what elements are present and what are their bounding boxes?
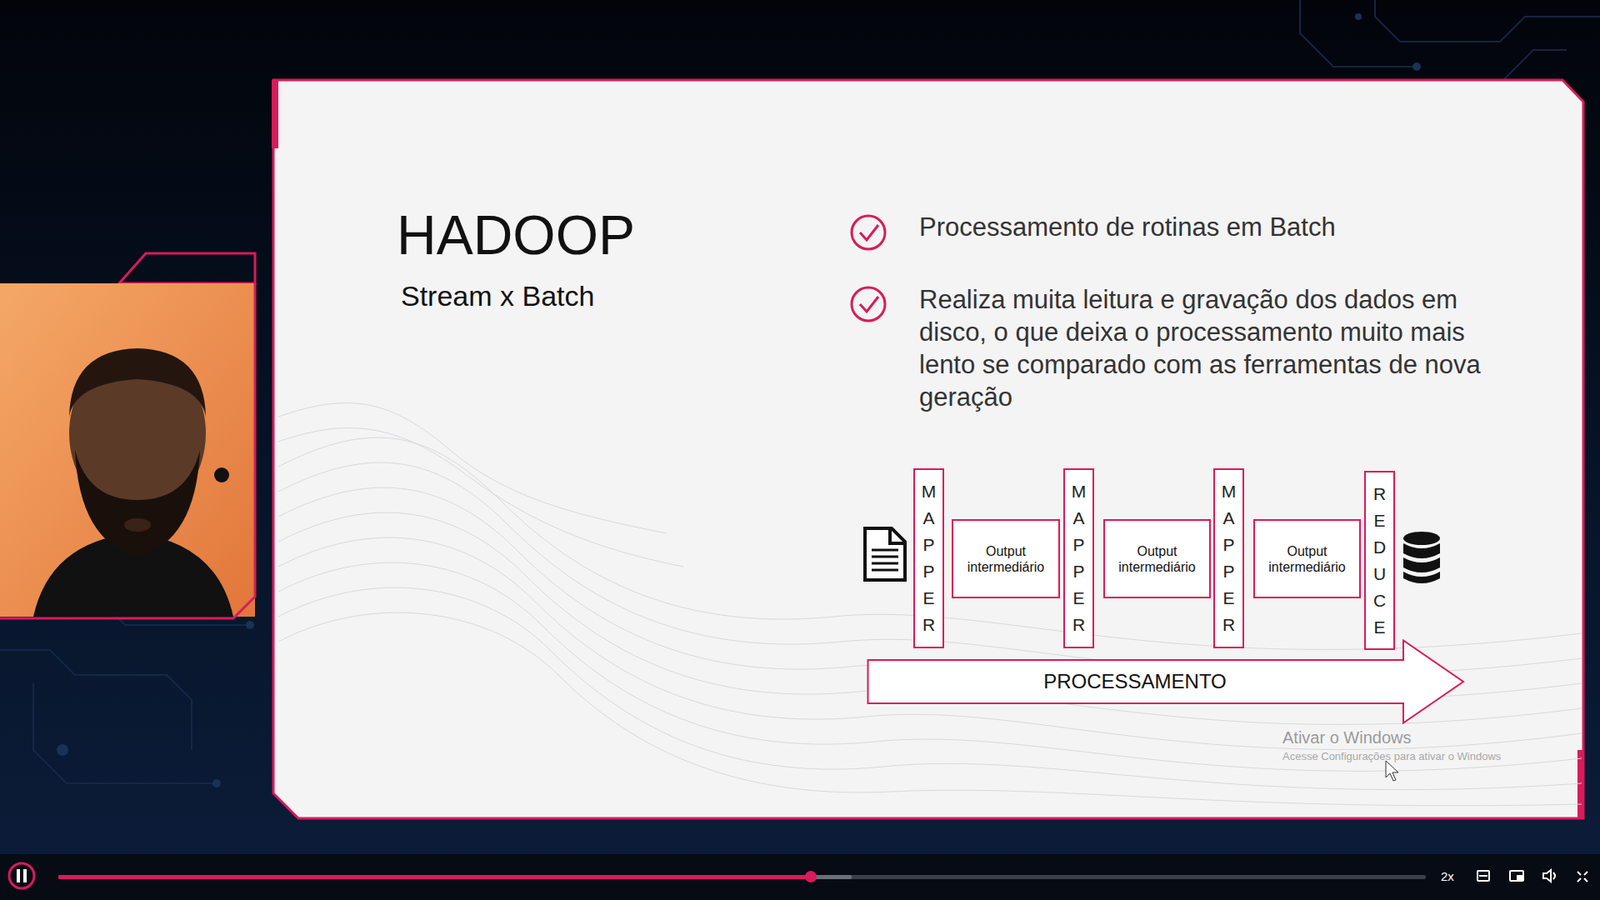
arrow-text-area: PROCESSAMENTO <box>866 660 1404 704</box>
node-text: REDUCE <box>1370 480 1389 641</box>
node-text: MAPPER <box>1220 478 1238 639</box>
node-text: Output intermediário <box>1255 543 1360 575</box>
stage-box: REDUCE <box>1364 470 1395 650</box>
slide-subtitle: Stream x Batch <box>400 280 818 313</box>
stage-box: MAPPER <box>1213 468 1245 649</box>
bullet-text: Processamento de rotinas em Batch <box>919 212 1553 243</box>
node-text: MAPPER <box>1070 478 1088 639</box>
output-box: Output intermediário <box>1103 519 1211 599</box>
stage-box: MAPPER <box>913 468 945 649</box>
node-text: PROCESSAMENTO <box>1043 670 1227 694</box>
process-arrow: PROCESSAMENTO <box>866 639 1465 725</box>
output-box: Output intermediário <box>1253 519 1361 599</box>
stage-box: MAPPER <box>1063 468 1095 649</box>
slide-title: HADOOP <box>396 203 635 267</box>
watermark-text: Ativar o Windows <box>1282 728 1566 748</box>
output-box: Output intermediário <box>951 519 1060 599</box>
node-text: Output intermediário <box>1105 543 1210 575</box>
speed-label: 2x <box>1440 869 1475 884</box>
node-text: MAPPER <box>920 478 938 639</box>
node-text: Output intermediário <box>953 543 1059 575</box>
watermark-text: Acesse Configurações para ativar o Windo… <box>1282 750 1566 763</box>
bullet-text: Realiza muita leitura e gravação dos dad… <box>919 283 1520 414</box>
